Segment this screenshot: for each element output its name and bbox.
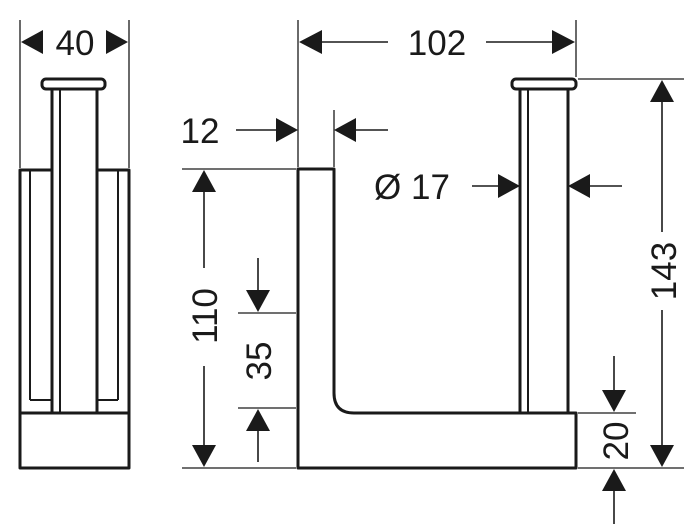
side-view [18, 77, 131, 470]
dimension-label-143: 143 [645, 242, 684, 300]
dimension-lower-height: 35 [238, 258, 296, 462]
arrow-head [650, 445, 674, 467]
dimension-wall-thickness: 12 [181, 110, 388, 167]
arrow-head [568, 174, 590, 198]
dimension-label-40: 40 [56, 24, 95, 63]
dimension-side-width: 40 [19, 20, 130, 168]
dimension-label-110: 110 [186, 288, 225, 344]
arrow-head [276, 118, 298, 142]
dimension-base-height: 20 [578, 356, 636, 524]
arrow-head [299, 30, 322, 54]
arrow-head [334, 118, 356, 142]
dimension-overall-width: 102 [297, 20, 577, 167]
arrow-head [246, 290, 270, 312]
arrow-head [602, 469, 626, 491]
front-view-rod-cap [510, 77, 578, 91]
dimension-label-12: 12 [181, 112, 220, 151]
arrow-head [650, 80, 674, 102]
side-view-rod-cap [40, 77, 107, 91]
front-view-l-body [296, 167, 578, 470]
side-view-rod [50, 87, 99, 415]
dimension-overall-height: 143 [578, 78, 684, 469]
dimension-label-20: 20 [597, 422, 636, 461]
arrow-head [602, 390, 626, 412]
dimension-label-diameter: Ø 17 [374, 168, 450, 207]
dimension-label-35: 35 [240, 342, 279, 381]
arrow-head [106, 30, 128, 54]
arrow-head [246, 409, 270, 431]
arrow-head [552, 30, 575, 54]
dimension-label-102: 102 [408, 24, 466, 63]
arrow-head [192, 445, 216, 467]
arrow-head [192, 170, 216, 192]
front-view [296, 77, 578, 470]
dimension-back-height: 110 [182, 168, 296, 469]
dimension-rod-diameter: Ø 17 [374, 168, 622, 207]
arrow-head [498, 174, 520, 198]
arrow-head [21, 30, 43, 54]
